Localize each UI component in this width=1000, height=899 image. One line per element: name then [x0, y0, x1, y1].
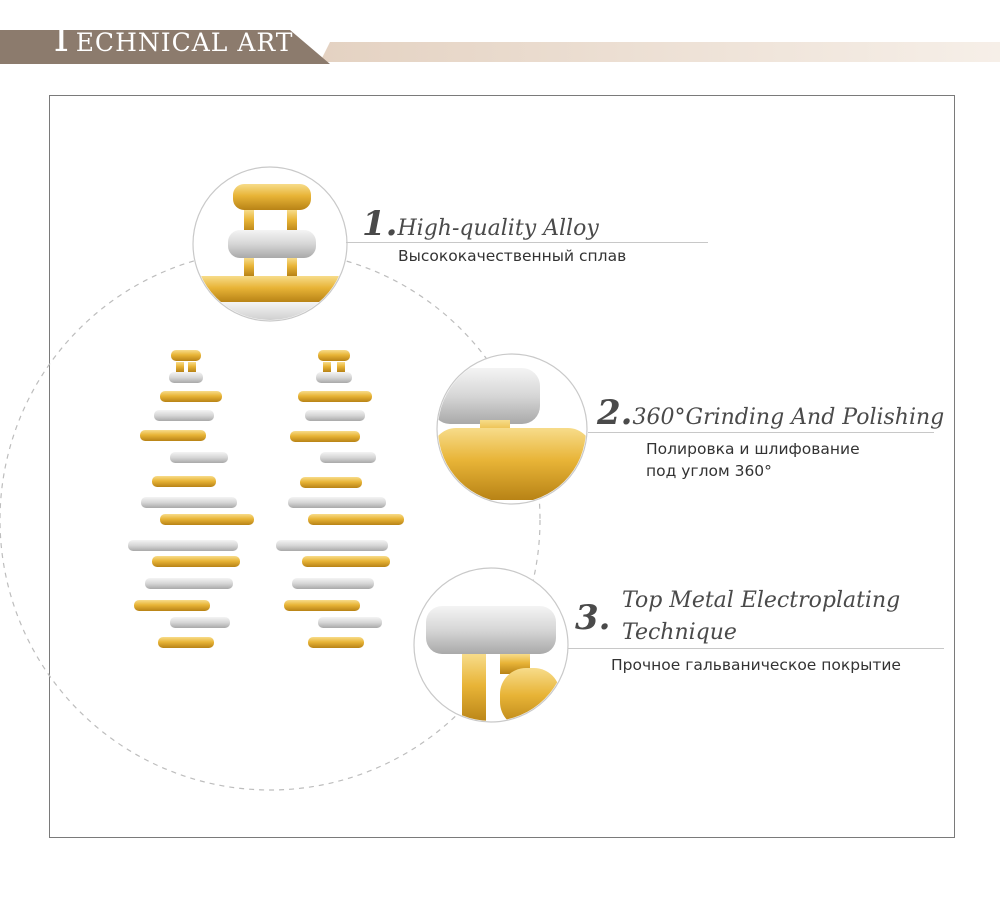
feature-3-title-number: 3.: [575, 598, 611, 638]
detail-circle-polishing: [436, 353, 588, 505]
feature-1-title: 1.High-quality Alloy: [362, 204, 599, 244]
earring-left: [128, 350, 254, 648]
content-frame: [49, 95, 955, 838]
banner-background: [0, 30, 1000, 64]
feature-3-divider: [568, 648, 944, 649]
feature-2-title: 2.360°Grinding And Polishing: [597, 393, 945, 433]
banner-title: TECHNICAL ART: [48, 15, 294, 61]
feature-1-divider: [346, 242, 708, 243]
feature-1-subtitle: Высококачественный сплав: [398, 247, 627, 265]
detail-circle-electroplating: [413, 567, 569, 723]
feature-2-subtitle-line1: Полировка и шлифование: [646, 440, 860, 458]
feature-3-title-line1: Top Metal Electroplating: [622, 588, 901, 613]
header-banner: TECHNICAL ART: [0, 0, 1000, 70]
feature-3-subtitle: Прочное гальваническое покрытие: [611, 656, 901, 674]
earring-right: [276, 350, 404, 648]
detail-circle-alloy: [192, 166, 348, 322]
feature-3-title-line2: Technique: [622, 620, 737, 645]
feature-2-subtitle-line2: под углом 360°: [646, 462, 772, 480]
feature-2-divider: [588, 432, 934, 433]
